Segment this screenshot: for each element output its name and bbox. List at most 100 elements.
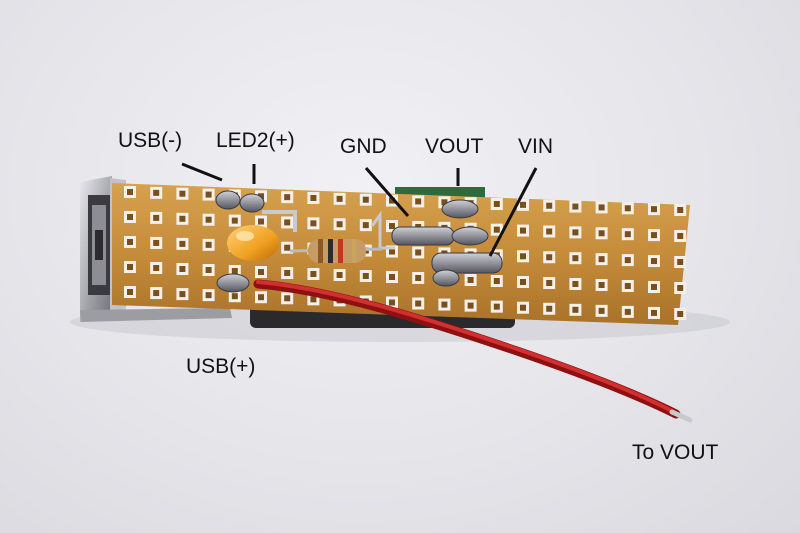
perfboard-hole bbox=[336, 195, 343, 202]
perfboard-hole bbox=[572, 255, 579, 262]
label-vin: VIN bbox=[518, 135, 554, 158]
perfboard-hole bbox=[467, 302, 474, 309]
perfboard-hole bbox=[493, 278, 500, 284]
perfboard-hole bbox=[127, 189, 133, 195]
perfboard-hole bbox=[415, 275, 422, 281]
perfboard-hole bbox=[153, 290, 160, 297]
perfboard-hole bbox=[520, 227, 526, 234]
wire-tip bbox=[669, 409, 693, 423]
label-vout: VOUT bbox=[425, 135, 484, 158]
label-usb-plus: USB(+) bbox=[186, 355, 256, 378]
perfboard-hole bbox=[520, 201, 526, 208]
jumper-wire bbox=[262, 210, 297, 232]
perfboard-hole bbox=[205, 191, 212, 198]
perfboard-hole bbox=[546, 202, 553, 209]
perfboard-hole bbox=[598, 282, 605, 288]
perfboard-hole bbox=[336, 221, 343, 228]
perfboard-hole bbox=[624, 231, 631, 238]
perfboard-hole bbox=[598, 204, 605, 211]
label-usb-minus: USB(-) bbox=[118, 129, 183, 152]
perfboard-hole bbox=[258, 269, 264, 275]
red-wire-highlight bbox=[256, 280, 676, 414]
perfboard-hole bbox=[415, 300, 422, 307]
perfboard-hole bbox=[284, 194, 291, 201]
perfboard-hole bbox=[153, 189, 160, 196]
perfboard-hole bbox=[389, 197, 395, 204]
perfboard-hole bbox=[362, 222, 369, 229]
perfboard-hole bbox=[310, 220, 317, 227]
perfboard-hole bbox=[153, 214, 160, 221]
perfboard-hole bbox=[572, 203, 579, 210]
perfboard-hole bbox=[520, 279, 526, 285]
perfboard-hole bbox=[677, 233, 684, 239]
perfboard-hole bbox=[389, 248, 395, 255]
perfboard-hole bbox=[624, 283, 631, 289]
perfboard-hole bbox=[153, 239, 160, 246]
label-led2-plus: LED2(+) bbox=[216, 129, 295, 152]
perfboard-hole bbox=[651, 284, 657, 290]
perfboard-hole bbox=[677, 285, 684, 291]
perfboard-hole bbox=[651, 309, 657, 316]
perfboard-hole bbox=[677, 259, 684, 265]
perfboard-hole bbox=[127, 239, 133, 245]
label-gnd: GND bbox=[340, 135, 387, 158]
perfboard-hole bbox=[153, 265, 160, 271]
perfboard-hole bbox=[493, 226, 500, 233]
perfboard-hole bbox=[493, 303, 500, 310]
perfboard-hole bbox=[441, 199, 448, 206]
led bbox=[227, 225, 279, 261]
perfboard-hole bbox=[179, 190, 186, 197]
perfboard-hole bbox=[520, 304, 526, 311]
perfboard-hole bbox=[441, 301, 448, 308]
perfboard-hole bbox=[231, 293, 238, 300]
perfboard-hole bbox=[546, 228, 553, 235]
perfboard-hole bbox=[205, 292, 212, 299]
perfboard-hole bbox=[598, 256, 605, 263]
perfboard-hole bbox=[677, 207, 684, 213]
label-to-vout: To VOUT bbox=[632, 441, 719, 464]
perfboard-hole bbox=[310, 296, 317, 303]
perfboard-hole bbox=[389, 299, 395, 306]
perfboard-hole bbox=[284, 244, 291, 251]
resistor bbox=[289, 239, 383, 263]
perfboard-hole bbox=[598, 230, 605, 237]
perfboard-hole bbox=[467, 277, 474, 283]
perfboard-hole bbox=[415, 198, 422, 205]
perfboard-hole bbox=[205, 216, 212, 223]
perfboard-hole bbox=[284, 270, 291, 276]
perfboard-hole bbox=[179, 240, 186, 247]
perfboard-hole bbox=[127, 264, 133, 270]
perfboard-hole bbox=[651, 206, 657, 213]
perfboard-hole bbox=[258, 294, 264, 301]
perfboard-hole bbox=[336, 272, 343, 278]
perfboard-hole bbox=[362, 273, 369, 279]
perfboard-hole bbox=[284, 219, 291, 226]
perfboard-hole bbox=[598, 307, 605, 314]
perfboard-hole bbox=[389, 223, 395, 230]
perfboard-hole bbox=[651, 232, 657, 239]
perfboard-hole bbox=[546, 280, 553, 286]
perfboard-hole bbox=[572, 281, 579, 287]
perfboard-hole bbox=[677, 311, 684, 317]
perfboard-hole bbox=[624, 205, 631, 212]
perfboard-hole bbox=[258, 218, 264, 225]
perfboard-hole bbox=[651, 258, 657, 265]
perfboard-hole bbox=[179, 291, 186, 298]
perfboard-hole bbox=[127, 289, 133, 295]
perfboard-hole bbox=[127, 214, 133, 220]
pointer-lines bbox=[181, 162, 538, 257]
perfboard-hole bbox=[493, 201, 500, 207]
perfboard-hole bbox=[362, 196, 369, 203]
solder-joints bbox=[215, 190, 503, 293]
perfboard-hole bbox=[205, 267, 212, 273]
perfboard-hole bbox=[205, 241, 212, 248]
perfboard-hole bbox=[572, 306, 579, 313]
perfboard-hole bbox=[520, 253, 526, 260]
perfboard-hole bbox=[546, 305, 553, 312]
perfboard-hole bbox=[231, 268, 238, 274]
perfboard-hole bbox=[179, 215, 186, 222]
perfboard-hole bbox=[415, 249, 422, 256]
perfboard-hole bbox=[284, 295, 291, 302]
